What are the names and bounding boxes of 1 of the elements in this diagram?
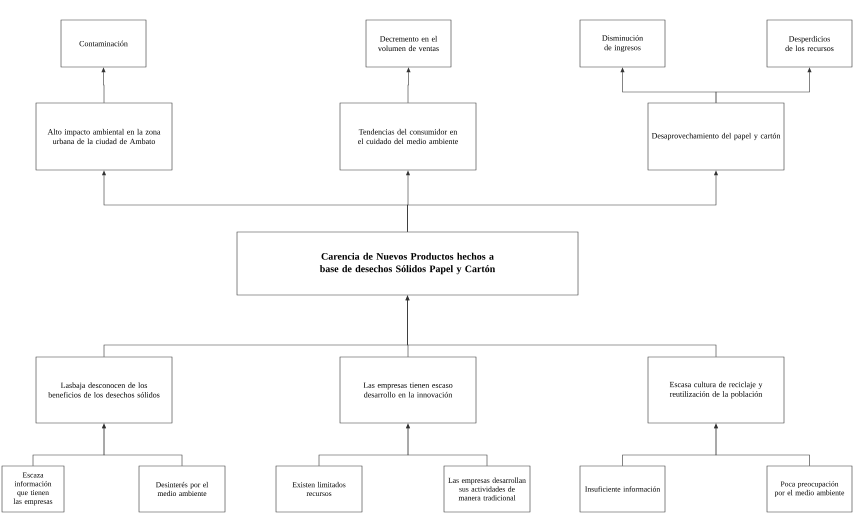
problem-box: Carencia de Nuevos Productos hechos a base de desechos Sólidos Papel y Cartón bbox=[236, 232, 578, 296]
